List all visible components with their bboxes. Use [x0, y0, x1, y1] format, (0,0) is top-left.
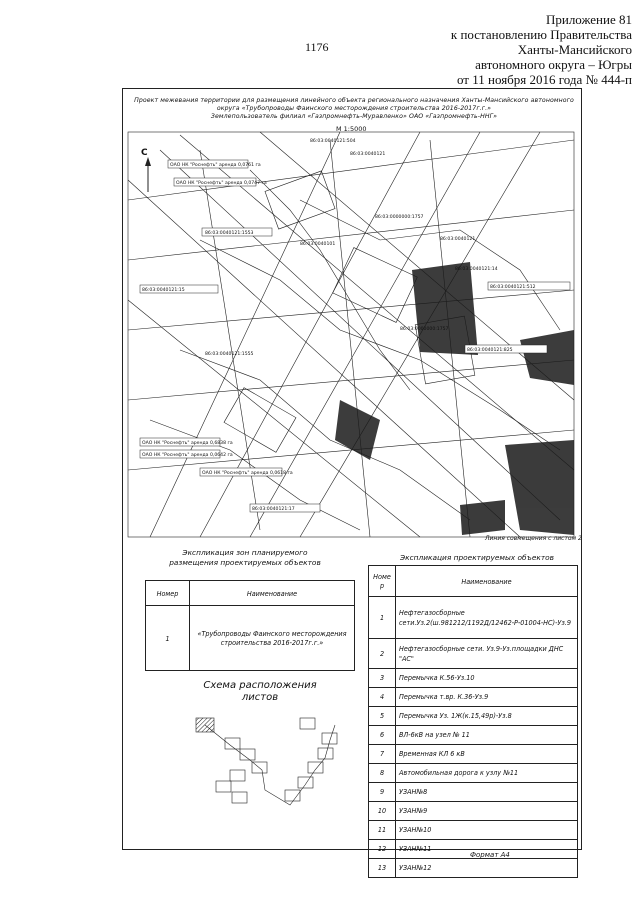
objects-table: Номе р Наименование 1 Нефтегазосборные с…: [368, 565, 578, 878]
svg-text:ОАО НК "Роснефть" аренда 0,064: ОАО НК "Роснефть" аренда 0,0642 га: [142, 452, 233, 458]
scheme-title-line: листов: [241, 692, 279, 703]
column-header: Наименование: [189, 580, 355, 606]
svg-text:86:03:0040121: 86:03:0040121: [440, 236, 475, 242]
svg-text:ОАО НК "Роснефть" аренда 0,076: ОАО НК "Роснефть" аренда 0,0761 га: [170, 162, 261, 168]
column-header: Номер: [145, 580, 190, 606]
map-title-line: округа «Трубопроводы Фаинского месторожд…: [216, 105, 492, 112]
north-arrow-label: С: [141, 148, 148, 158]
row-name: Нефтегазосборные сети. Уз.9-Уз.площадки …: [395, 638, 578, 669]
table-row: 5 Перемычка Уз. 1Ж(к.15,49р)-Уз.8: [368, 706, 578, 726]
left-table-title: Экспликация зон планируемого размещения …: [125, 548, 365, 568]
table-row: 9 УЗАН№8: [368, 782, 578, 802]
row-number: 3: [368, 668, 396, 688]
svg-text:86:03:0000000:1757: 86:03:0000000:1757: [400, 326, 449, 332]
page-number: 1176: [305, 40, 329, 54]
header-line: от 11 ноября 2016 года № 444-п: [456, 72, 632, 87]
left-table-title-line: Экспликация зон планируемого: [182, 548, 308, 557]
map-title-line: Проект межевания территории для размещен…: [134, 97, 574, 104]
map-scale: М 1:5000: [336, 125, 367, 133]
row-name: УЗАН№8: [395, 782, 578, 802]
table-row: 1 Нефтегазосборные сети.Уз.2(ш.981212/11…: [368, 596, 578, 639]
zones-table: Номер Наименование 1 «Трубопроводы Фаинс…: [145, 580, 355, 671]
row-number: 7: [368, 744, 396, 764]
column-header: Наименование: [395, 565, 578, 597]
svg-text:86:03:0040121:15: 86:03:0040121:15: [142, 287, 185, 293]
svg-text:ОАО НК "Роснефть" аренда 0,061: ОАО НК "Роснефть" аренда 0,0618 га: [202, 470, 293, 476]
svg-text:86:03:0040121:512: 86:03:0040121:512: [490, 284, 536, 290]
header-line: Ханты-Мансийского: [517, 42, 632, 57]
match-line-label: Линия совмещения с листом 2: [485, 535, 582, 542]
drawing-frame: [122, 88, 582, 850]
row-name: «Трубопроводы Фаинского месторождения ст…: [189, 605, 355, 671]
row-name: УЗАН№12: [395, 858, 578, 878]
right-table-title: Экспликация проектируемых объектов: [399, 553, 555, 562]
table-row: 4 Перемычка т.вр. К.36-Уз.9: [368, 687, 578, 707]
map-title: Проект межевания территории для размещен…: [130, 97, 578, 121]
sheet-scheme-title: Схема расположения листов: [190, 680, 330, 704]
table-row: 2 Нефтегазосборные сети. Уз.9-Уз.площадк…: [368, 638, 578, 669]
row-name: Перемычка Уз. 1Ж(к.15,49р)-Уз.8: [395, 706, 578, 726]
header-line: автономного округа – Югры: [475, 57, 632, 72]
header-line: Приложение 81: [545, 12, 632, 27]
row-number: 8: [368, 763, 396, 783]
row-name: Временная КЛ 6 кВ: [395, 744, 578, 764]
svg-text:86:03:0040101: 86:03:0040101: [300, 241, 335, 247]
header-line: к постановлению Правительства: [450, 27, 632, 42]
row-number: 1: [368, 596, 396, 639]
row-name: ВЛ-6кВ на узел № 11: [395, 725, 578, 745]
left-table-title-line: размещения проектируемых объектов: [169, 558, 321, 567]
row-name: Нефтегазосборные сети.Уз.2(ш.981212/1192…: [395, 596, 578, 639]
table-row: 12 УЗАН№11: [368, 839, 578, 859]
svg-text:ОАО НК "Роснефть" аренда 0,074: ОАО НК "Роснефть" аренда 0,0747 га: [176, 180, 267, 186]
row-number: 1: [145, 605, 190, 671]
svg-text:86:03:0040121:504: 86:03:0040121:504: [310, 138, 356, 144]
table-row: 8 Автомобильная дорога к узлу №11: [368, 763, 578, 783]
row-name: УЗАН№9: [395, 801, 578, 821]
row-name: Перемычка т.вр. К.36-Уз.9: [395, 687, 578, 707]
table-row: 7 Временная КЛ 6 кВ: [368, 744, 578, 764]
scheme-title-line: Схема расположения: [203, 680, 317, 691]
table-row: 13 УЗАН№12: [368, 858, 578, 878]
svg-text:86:03:0040121:1555: 86:03:0040121:1555: [205, 351, 254, 357]
row-name: Перемычка К.56-Уз.10: [395, 668, 578, 688]
column-header: Номе р: [368, 565, 396, 597]
format-label: Формат А4: [470, 851, 510, 859]
row-number: 2: [368, 638, 396, 669]
svg-text:86:03:0040121: 86:03:0040121: [350, 151, 385, 157]
table-row: 1 «Трубопроводы Фаинского месторождения …: [145, 605, 355, 671]
row-number: 10: [368, 801, 396, 821]
svg-text:86:03:0040121:825: 86:03:0040121:825: [467, 347, 513, 353]
table-row: 6 ВЛ-6кВ на узел № 11: [368, 725, 578, 745]
row-number: 5: [368, 706, 396, 726]
row-number: 12: [368, 839, 396, 859]
row-name: УЗАН№10: [395, 820, 578, 840]
document-header: Приложение 81 к постановлению Правительс…: [451, 12, 632, 87]
svg-text:86:03:0000000:1757: 86:03:0000000:1757: [375, 214, 424, 220]
row-number: 13: [368, 858, 396, 878]
table-row: 3 Перемычка К.56-Уз.10: [368, 668, 578, 688]
row-number: 6: [368, 725, 396, 745]
svg-text:86:03:0040121:17: 86:03:0040121:17: [252, 506, 295, 512]
row-number: 9: [368, 782, 396, 802]
row-number: 11: [368, 820, 396, 840]
svg-text:86:03:0040121:1553: 86:03:0040121:1553: [205, 230, 254, 236]
row-number: 4: [368, 687, 396, 707]
svg-text:86:03:0040121:14: 86:03:0040121:14: [455, 266, 498, 272]
row-name: Автомобильная дорога к узлу №11: [395, 763, 578, 783]
svg-text:ОАО НК "Роснефть" аренда 0,683: ОАО НК "Роснефть" аренда 0,6838 га: [142, 440, 233, 446]
map-title-line: Землепользователь филиал «Газпромнефть-М…: [210, 113, 498, 120]
table-row: 10 УЗАН№9: [368, 801, 578, 821]
table-row: 11 УЗАН№10: [368, 820, 578, 840]
